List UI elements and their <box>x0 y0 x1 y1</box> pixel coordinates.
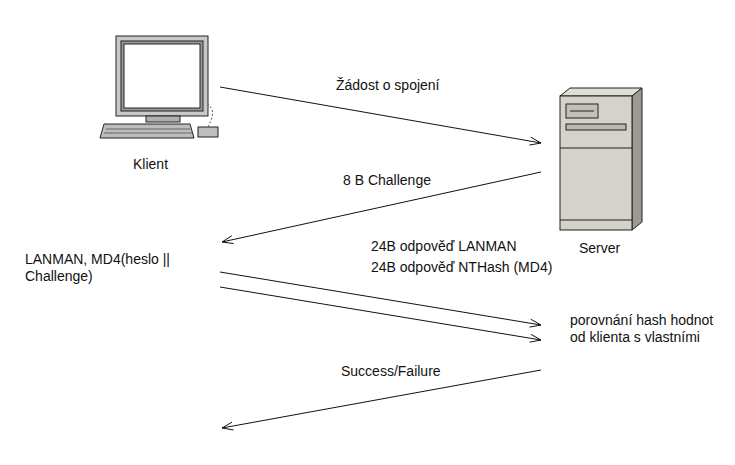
client-node: Klient <box>95 30 220 435</box>
note-text: porovnání hash hodnot od klienta s vlast… <box>570 312 730 346</box>
message-label: 24B odpověď NTHash (MD4) <box>369 259 554 276</box>
computer-illustration <box>100 36 218 138</box>
message-arrow <box>220 87 541 145</box>
message-label: 24B odpověď LANMAN <box>369 238 519 255</box>
note-text: LANMAN, MD4(heslo || Challenge) <box>25 251 210 285</box>
arrow-head <box>529 319 541 327</box>
arrow-head <box>529 334 541 342</box>
arrow-head <box>529 137 541 145</box>
node-label: Server <box>579 240 620 257</box>
message-label: Success/Failure <box>339 363 443 380</box>
message-arrow <box>220 272 541 327</box>
server-illustration <box>560 88 642 230</box>
message-label: Žádost o spojení <box>334 77 442 94</box>
message-label: 8 B Challenge <box>341 172 433 189</box>
node-label: Klient <box>133 156 168 173</box>
message-arrow <box>222 172 541 244</box>
arrow-head <box>222 422 234 430</box>
arrow-head <box>222 236 234 244</box>
message-arrow <box>220 287 541 342</box>
server-node: Server <box>545 85 660 435</box>
